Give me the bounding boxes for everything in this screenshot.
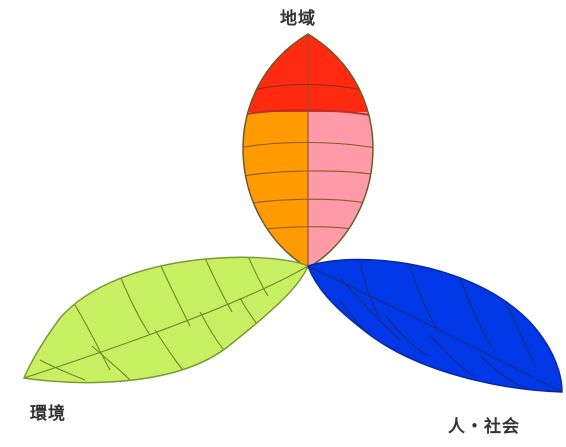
left-leaf xyxy=(22,256,309,384)
top-leaf-right-segment xyxy=(308,112,373,268)
label-environment: 環境 xyxy=(30,404,66,424)
label-people-society: 人・社会 xyxy=(448,417,520,437)
right-leaf xyxy=(307,258,563,393)
top-leaf xyxy=(242,33,374,269)
label-region: 地域 xyxy=(280,9,316,29)
